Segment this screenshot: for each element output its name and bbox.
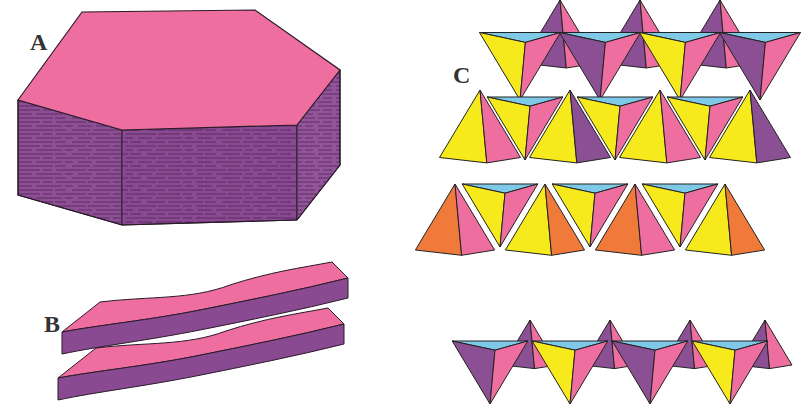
figure-letter: B <box>44 312 60 336</box>
cleavage-line <box>18 166 340 167</box>
cleavage-line <box>18 178 340 179</box>
cleavage-line <box>18 190 340 191</box>
upper-flake <box>62 262 348 354</box>
tetrahedron-face <box>765 320 792 369</box>
tetrahedron-face <box>532 341 575 404</box>
cleavage-line <box>18 170 340 171</box>
tetrahedron-face <box>640 33 686 101</box>
hexagonal-crystal <box>18 10 340 225</box>
cleavage-line <box>18 218 340 219</box>
tetrahedron-face <box>620 90 667 163</box>
crystal-top <box>18 10 340 130</box>
tetrahedron-face <box>760 33 801 101</box>
cleavage-line <box>18 206 340 207</box>
cleavage-line <box>18 198 340 199</box>
figure-letter: A <box>30 30 47 54</box>
tetrahedron-face <box>725 184 765 255</box>
tetrahedron-face <box>612 341 655 404</box>
cleavage-line <box>18 158 340 159</box>
cleavage-line <box>18 186 340 187</box>
cleavage-line <box>18 146 340 147</box>
tetrahedron-face <box>505 184 551 255</box>
tetrahedron-face <box>545 184 585 255</box>
cleavage-line <box>18 138 340 139</box>
tetrahedron-face <box>452 341 495 404</box>
tetrahedron-face <box>520 33 561 101</box>
tetrahedron-face <box>455 184 495 255</box>
flake-edge <box>62 278 348 354</box>
tetrahedron-face <box>415 184 461 255</box>
tetrahedron-face <box>692 341 735 404</box>
figure-letter: C <box>450 62 473 88</box>
tetrahedron-face <box>680 33 721 101</box>
tetrahedron-face <box>685 184 731 255</box>
cleavage-line <box>18 222 340 223</box>
tetrahedron-face <box>720 33 766 101</box>
tetrahedron-face <box>530 90 577 163</box>
tetrahedron-face <box>480 90 521 163</box>
cleavage-line <box>18 174 340 175</box>
cleavage-line <box>18 130 340 131</box>
tetrahedron-face <box>595 184 641 255</box>
tetrahedron-face <box>660 90 701 163</box>
cleavage-line <box>18 162 340 163</box>
tetrahedron-face <box>600 33 641 101</box>
tetrahedron-face <box>480 33 526 101</box>
tetrahedron-face <box>650 341 688 404</box>
tetrahedron-face <box>750 90 791 163</box>
cleavage-line <box>18 214 340 215</box>
cleavage-line <box>18 142 340 143</box>
crystal-outline <box>18 70 340 225</box>
tetrahedron-face <box>635 184 675 255</box>
tetrahedron-face <box>490 341 528 404</box>
tetrahedral-structure <box>415 0 800 404</box>
cleavage-line <box>18 154 340 155</box>
cleaved-flakes <box>58 262 348 400</box>
tetrahedron-face <box>570 341 608 404</box>
cleavage-line <box>18 182 340 183</box>
cleavage-line <box>18 194 340 195</box>
cleavage-line <box>18 202 340 203</box>
tetrahedron-face <box>440 90 487 163</box>
tetrahedron-face <box>570 90 611 163</box>
tetrahedron-face <box>730 341 768 404</box>
cleavage-line <box>18 210 340 211</box>
tetrahedron-face <box>710 90 757 163</box>
tetrahedron-face <box>560 33 606 101</box>
cleavage-line <box>18 134 340 135</box>
cleavage-line <box>18 150 340 151</box>
